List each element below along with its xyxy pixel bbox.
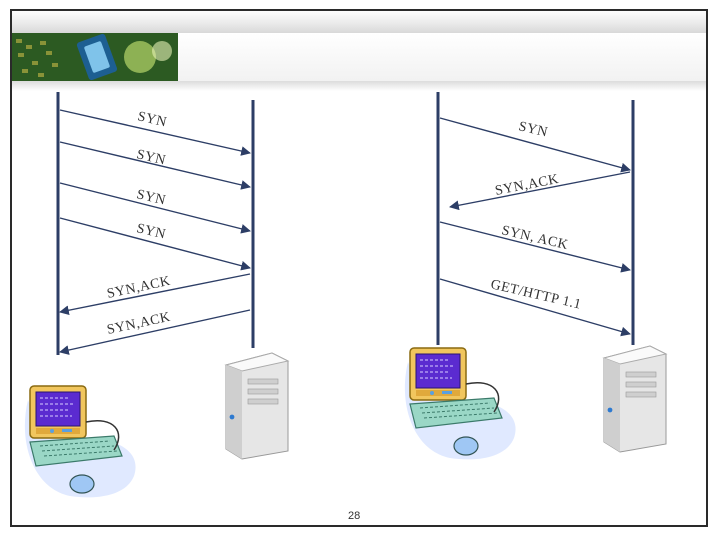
left-client-computer-icon bbox=[24, 385, 136, 498]
right-arrow-3 bbox=[439, 221, 631, 273]
right-arrow-4 bbox=[439, 278, 631, 337]
left-label-4: SYN bbox=[135, 221, 167, 242]
left-arrow-6 bbox=[59, 309, 251, 355]
header-shade bbox=[12, 81, 706, 91]
slide-frame bbox=[10, 9, 708, 527]
left-arrow-5 bbox=[59, 273, 251, 316]
left-arrow-1 bbox=[59, 109, 251, 156]
right-label-3: SYN, ACK bbox=[500, 223, 569, 253]
header-image bbox=[12, 33, 178, 81]
right-label-2: SYN,ACK bbox=[494, 172, 560, 199]
page-number: 28 bbox=[348, 510, 361, 522]
right-label-1: SYN bbox=[517, 119, 549, 140]
left-label-6: SYN,ACK bbox=[106, 310, 172, 338]
left-arrow-4 bbox=[59, 217, 251, 271]
left-arrow-2 bbox=[59, 141, 251, 190]
header-graphic bbox=[12, 33, 178, 81]
left-label-5: SYN,ACK bbox=[106, 274, 172, 302]
right-arrow-1 bbox=[439, 117, 631, 173]
left-server-icon bbox=[224, 352, 290, 460]
right-arrow-2 bbox=[449, 171, 631, 211]
left-label-3: SYN bbox=[135, 187, 167, 208]
left-label-1: SYN bbox=[136, 109, 168, 130]
right-server-icon bbox=[602, 345, 668, 453]
right-client-computer-icon bbox=[404, 347, 516, 460]
left-label-2: SYN bbox=[135, 147, 167, 168]
left-arrow-3 bbox=[59, 182, 251, 234]
header-strip bbox=[178, 33, 706, 81]
